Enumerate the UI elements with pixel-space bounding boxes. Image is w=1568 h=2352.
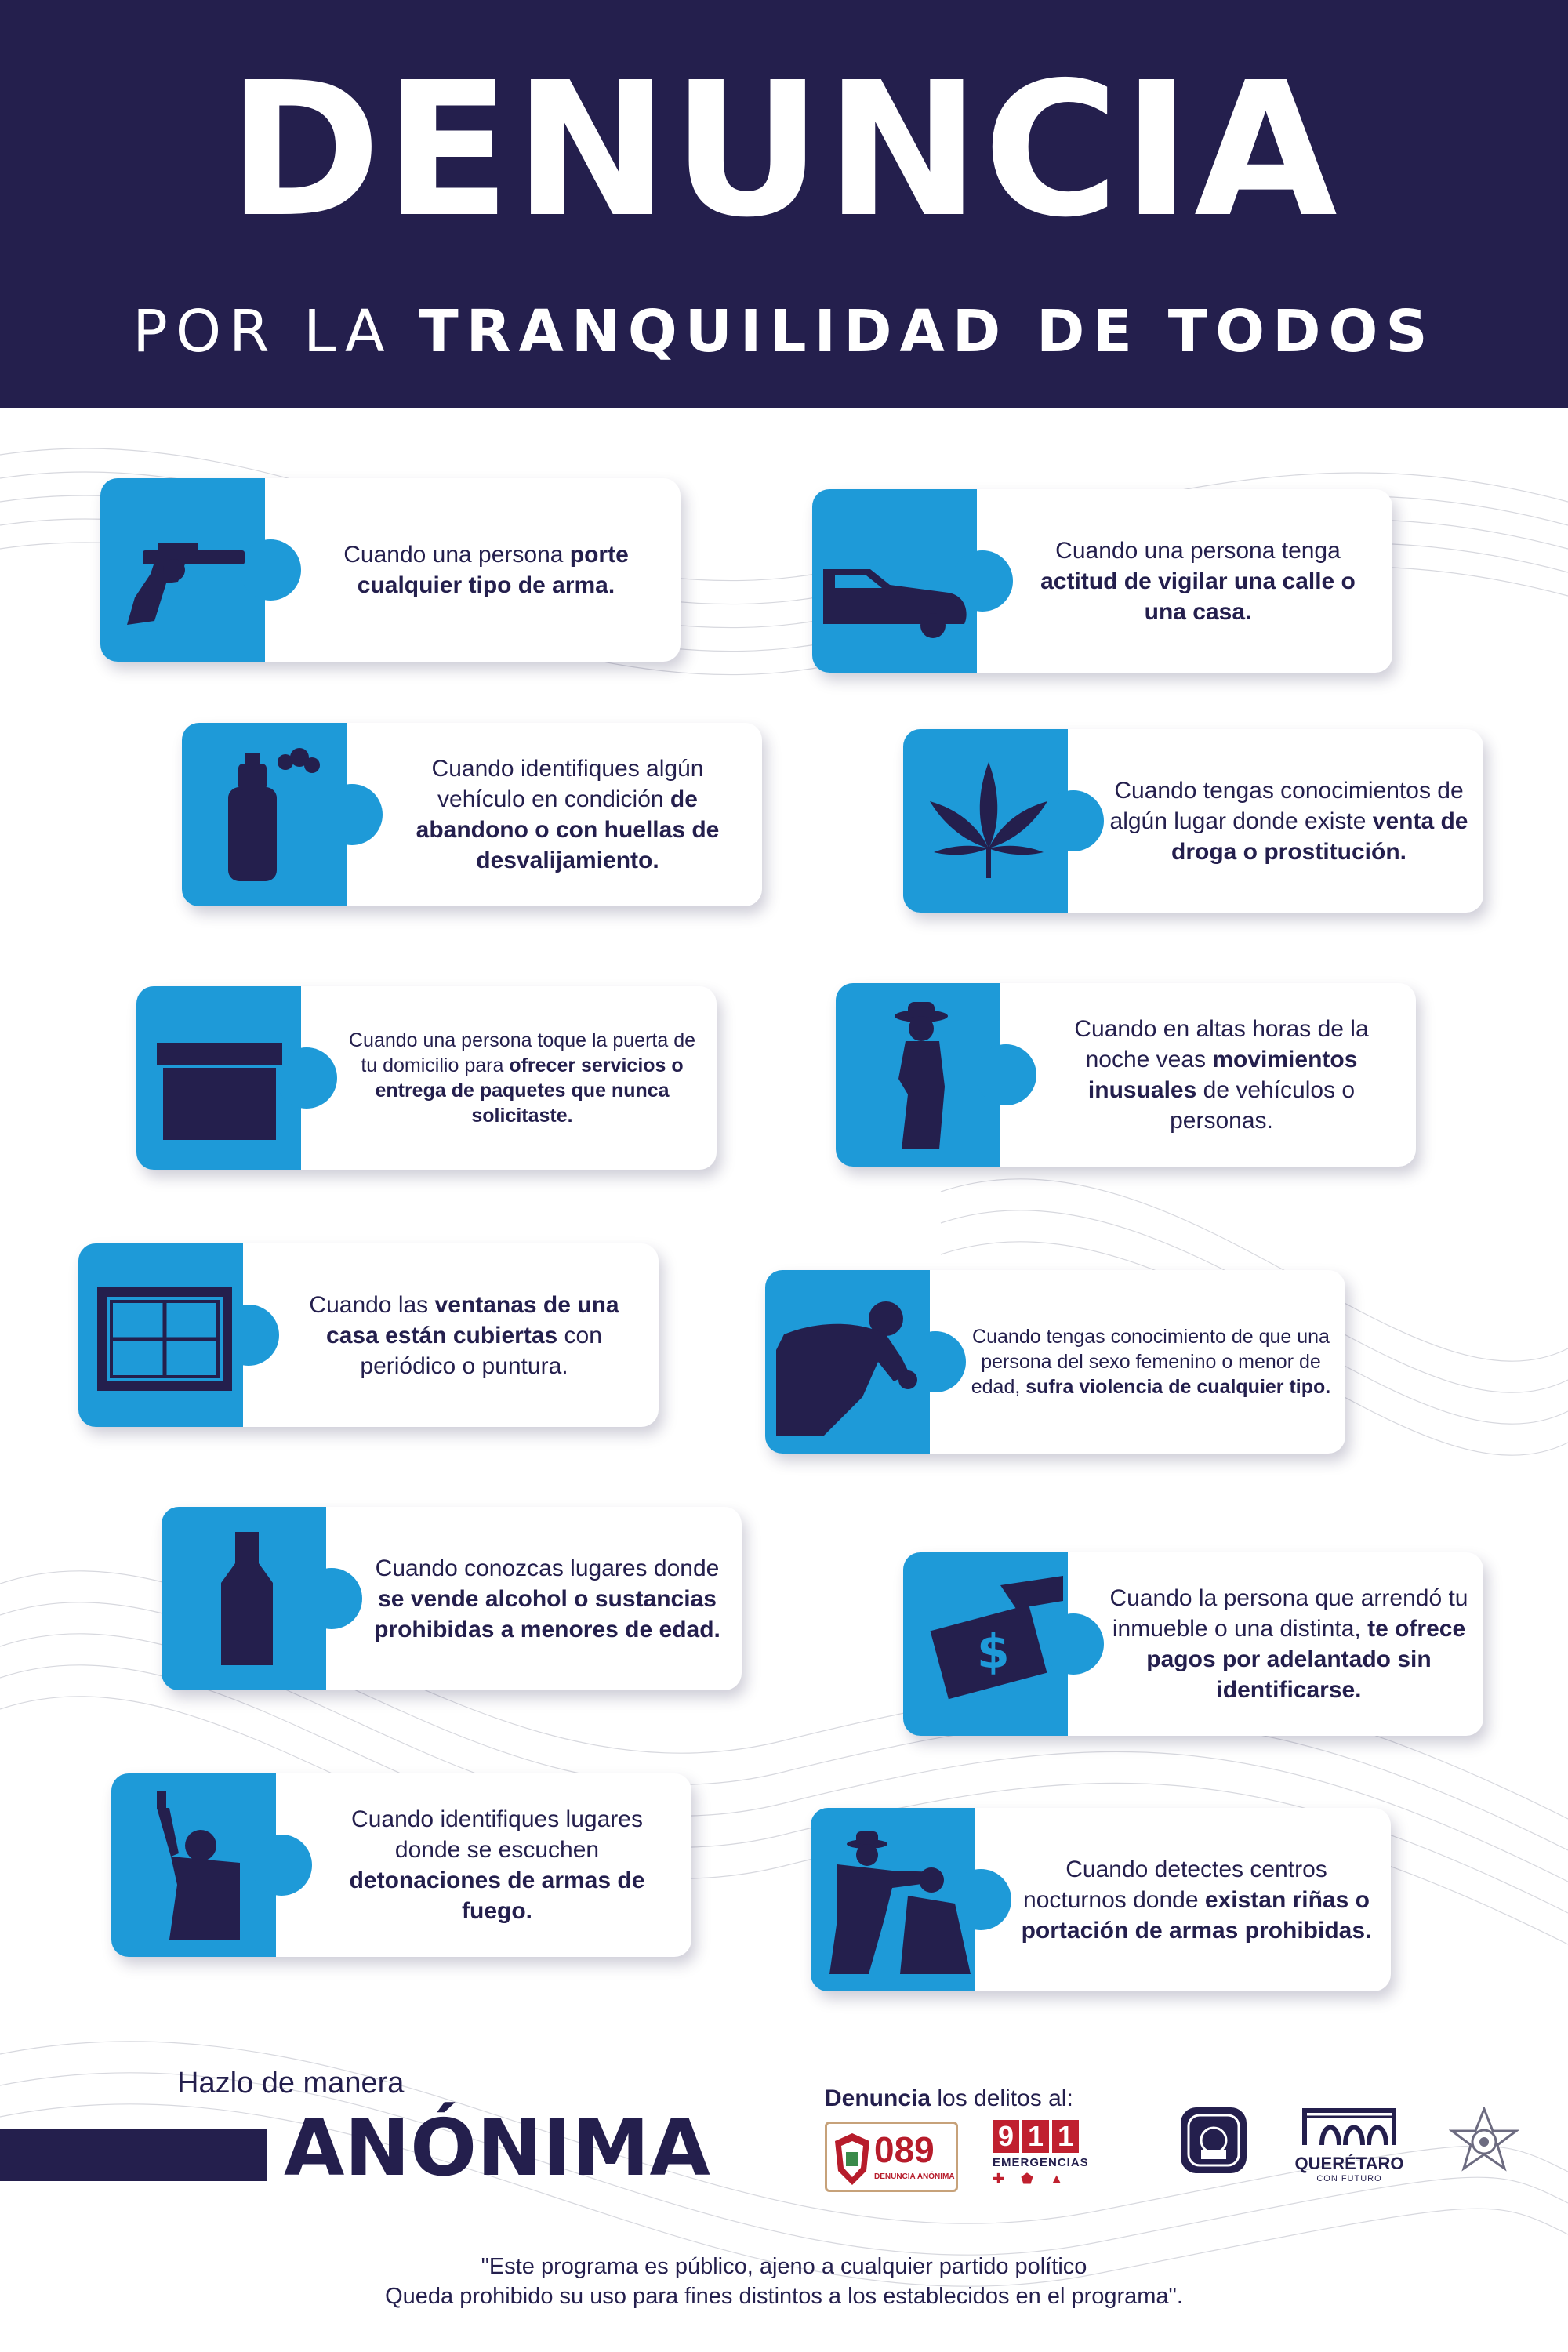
card-text: Cuando una persona porte cualquier tipo … [343,542,629,598]
shield-icon [835,2133,869,2185]
spray-can-icon [228,748,320,881]
aggressor-icon [776,1301,917,1436]
footer-tagline: Hazlo de manera [177,2067,405,2100]
card-nightclub-fights: Cuando detectes centros nocturnos donde … [811,1808,1391,1991]
emergency-symbols-icon: ✚ ⬟ ▲ [993,2171,1070,2187]
lurking-person-icon [895,1002,948,1149]
footer-anonymous: ANÓNIMA [284,2102,710,2194]
card-text: Cuando conozcas lugares donde se vende a… [374,1555,720,1642]
card-gunshots: Cuando identifiques lugares donde se esc… [111,1773,691,1957]
box-icon [157,1043,282,1140]
card-abandoned-vehicle: Cuando identifiques algún vehículo en co… [182,723,762,906]
queretaro-arches-icon [1302,2108,1396,2146]
report-line: Denuncia los delitos al: [825,2085,1073,2111]
page-subtitle: POR LA TRANQUILIDAD DE TODOS [0,296,1568,367]
card-advance-payments: $ Cuando la persona que arrendó tu inmue… [903,1552,1483,1736]
card-weapon: Cuando una persona porte cualquier tipo … [100,478,681,662]
card-surveillance: Cuando una persona tenga actitud de vigi… [812,489,1392,673]
cannabis-leaf-icon [930,762,1047,878]
logo-911: 9 1 1 EMERGENCIAS ✚ ⬟ ▲ [993,2120,1089,2187]
card-text: Cuando una persona toque la puerta de tu… [348,1029,696,1127]
queretaro-logo: QUERÉTARO CON FUTURO [1290,2103,1408,2189]
shooter-icon [157,1791,240,1940]
fight-icon [829,1831,971,1974]
card-night-movements: Cuando en altas horas de la noche veas m… [836,983,1416,1167]
footer-accent-bar [0,2129,267,2181]
car-icon [823,569,967,638]
police-star-icon [1449,2107,1519,2172]
logo-089: 089 DENUNCIA ANÓNIMA [825,2122,958,2192]
card-text: Cuando identifiques lugares donde se esc… [349,1806,645,1924]
disclaimer-text: "Este programa es público, ajeno a cualq… [385,2254,1183,2309]
revolver-icon [127,543,245,625]
card-text: Cuando una persona tenga actitud de vigi… [1040,537,1356,625]
state-seal-icon [1181,2107,1247,2173]
header-banner: DENUNCIA POR LA TRANQUILIDAD DE TODOS [0,0,1568,408]
money-bill-icon: $ [930,1576,1063,1700]
card-door-services: Cuando una persona toque la puerta de tu… [136,986,717,1170]
window-icon [97,1287,232,1391]
bottle-icon [221,1532,273,1665]
subtitle-light: POR LA [132,298,393,365]
subtitle-bold: TRANQUILIDAD DE TODOS [419,298,1436,365]
svg-text:$: $ [977,1624,1010,1679]
card-text: Cuando detectes centros nocturnos donde … [1021,1856,1372,1944]
page-title: DENUNCIA [227,42,1341,258]
card-text: Cuando la persona que arrendó tu inmuebl… [1109,1585,1468,1703]
card-text: Cuando las ventanas de una casa están cu… [309,1291,619,1379]
card-covered-windows: Cuando las ventanas de una casa están cu… [78,1243,659,1427]
card-alcohol: Cuando conozcas lugares donde se vende a… [162,1507,742,1690]
card-text: Cuando en altas horas de la noche veas m… [1074,1016,1369,1134]
card-drugs: Cuando tengas conocimientos de algún lug… [903,729,1483,913]
card-text: Cuando identifiques algún vehículo en co… [416,756,720,873]
card-text: Cuando tengas conocimiento de que una pe… [971,1326,1331,1398]
card-text: Cuando tengas conocimientos de algún lug… [1109,777,1468,865]
card-violence: Cuando tengas conocimiento de que una pe… [765,1270,1345,1454]
